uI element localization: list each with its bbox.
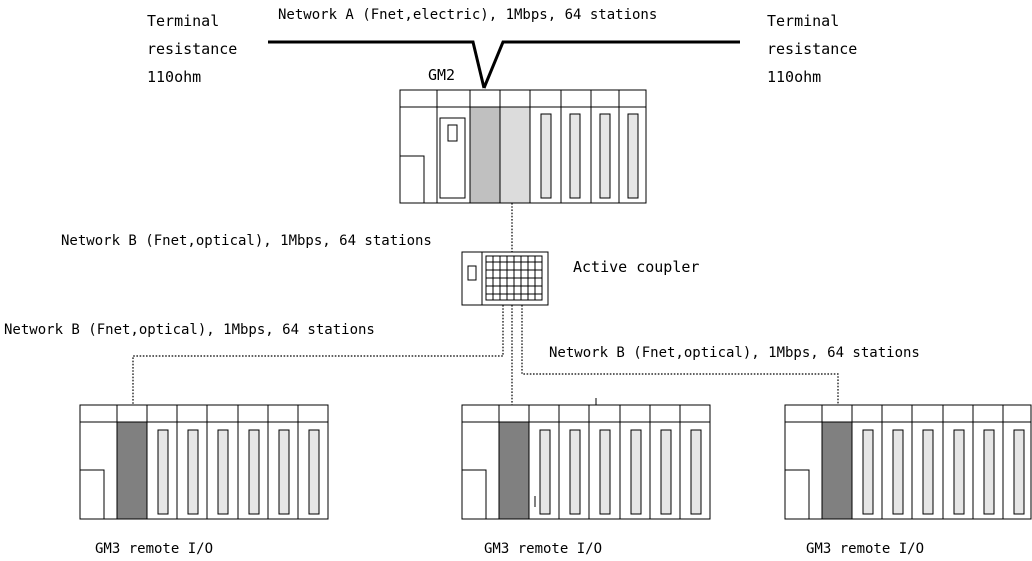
network-b-right-cable <box>521 305 839 405</box>
remote-rack-2 <box>461 398 711 520</box>
master-power-window <box>399 155 425 204</box>
terminal-resistance-right: Terminal resistance 110ohm <box>767 12 857 86</box>
terminal-left-line2: resistance <box>147 40 237 58</box>
master-cpu-key <box>447 124 458 142</box>
active-coupler-label: Active coupler <box>573 258 699 276</box>
terminal-right-line3: 110ohm <box>767 68 821 86</box>
network-b-right-label: Network B (Fnet,optical), 1Mbps, 64 stat… <box>549 345 920 361</box>
master-rack-label: GM2 <box>428 66 455 84</box>
terminal-left-line3: 110ohm <box>147 68 201 86</box>
terminal-right-line2: resistance <box>767 40 857 58</box>
terminal-left-line1: Terminal <box>147 12 219 30</box>
remote-rack-2-label: GM3 remote I/O <box>484 541 602 557</box>
remote-rack-3-label: GM3 remote I/O <box>806 541 924 557</box>
network-a-cable <box>268 40 740 89</box>
remote-rack-3 <box>784 404 1032 520</box>
network-b-upper-label: Network B (Fnet,optical), 1Mbps, 64 stat… <box>61 233 432 249</box>
network-b-left-label: Network B (Fnet,optical), 1Mbps, 64 stat… <box>4 322 375 338</box>
network-b-left-cable <box>132 305 504 405</box>
master-fnet-electric-module <box>469 106 501 204</box>
remote-rack-1 <box>79 404 329 520</box>
terminal-right-line1: Terminal <box>767 12 839 30</box>
master-rack <box>399 89 647 204</box>
remote-rack-1-label: GM3 remote I/O <box>95 541 213 557</box>
terminal-resistance-left: Terminal resistance 110ohm <box>147 12 237 86</box>
network-a-label: Network A (Fnet,electric), 1Mbps, 64 sta… <box>278 7 657 23</box>
master-fnet-optical-module <box>499 106 531 204</box>
active-coupler <box>461 251 549 306</box>
